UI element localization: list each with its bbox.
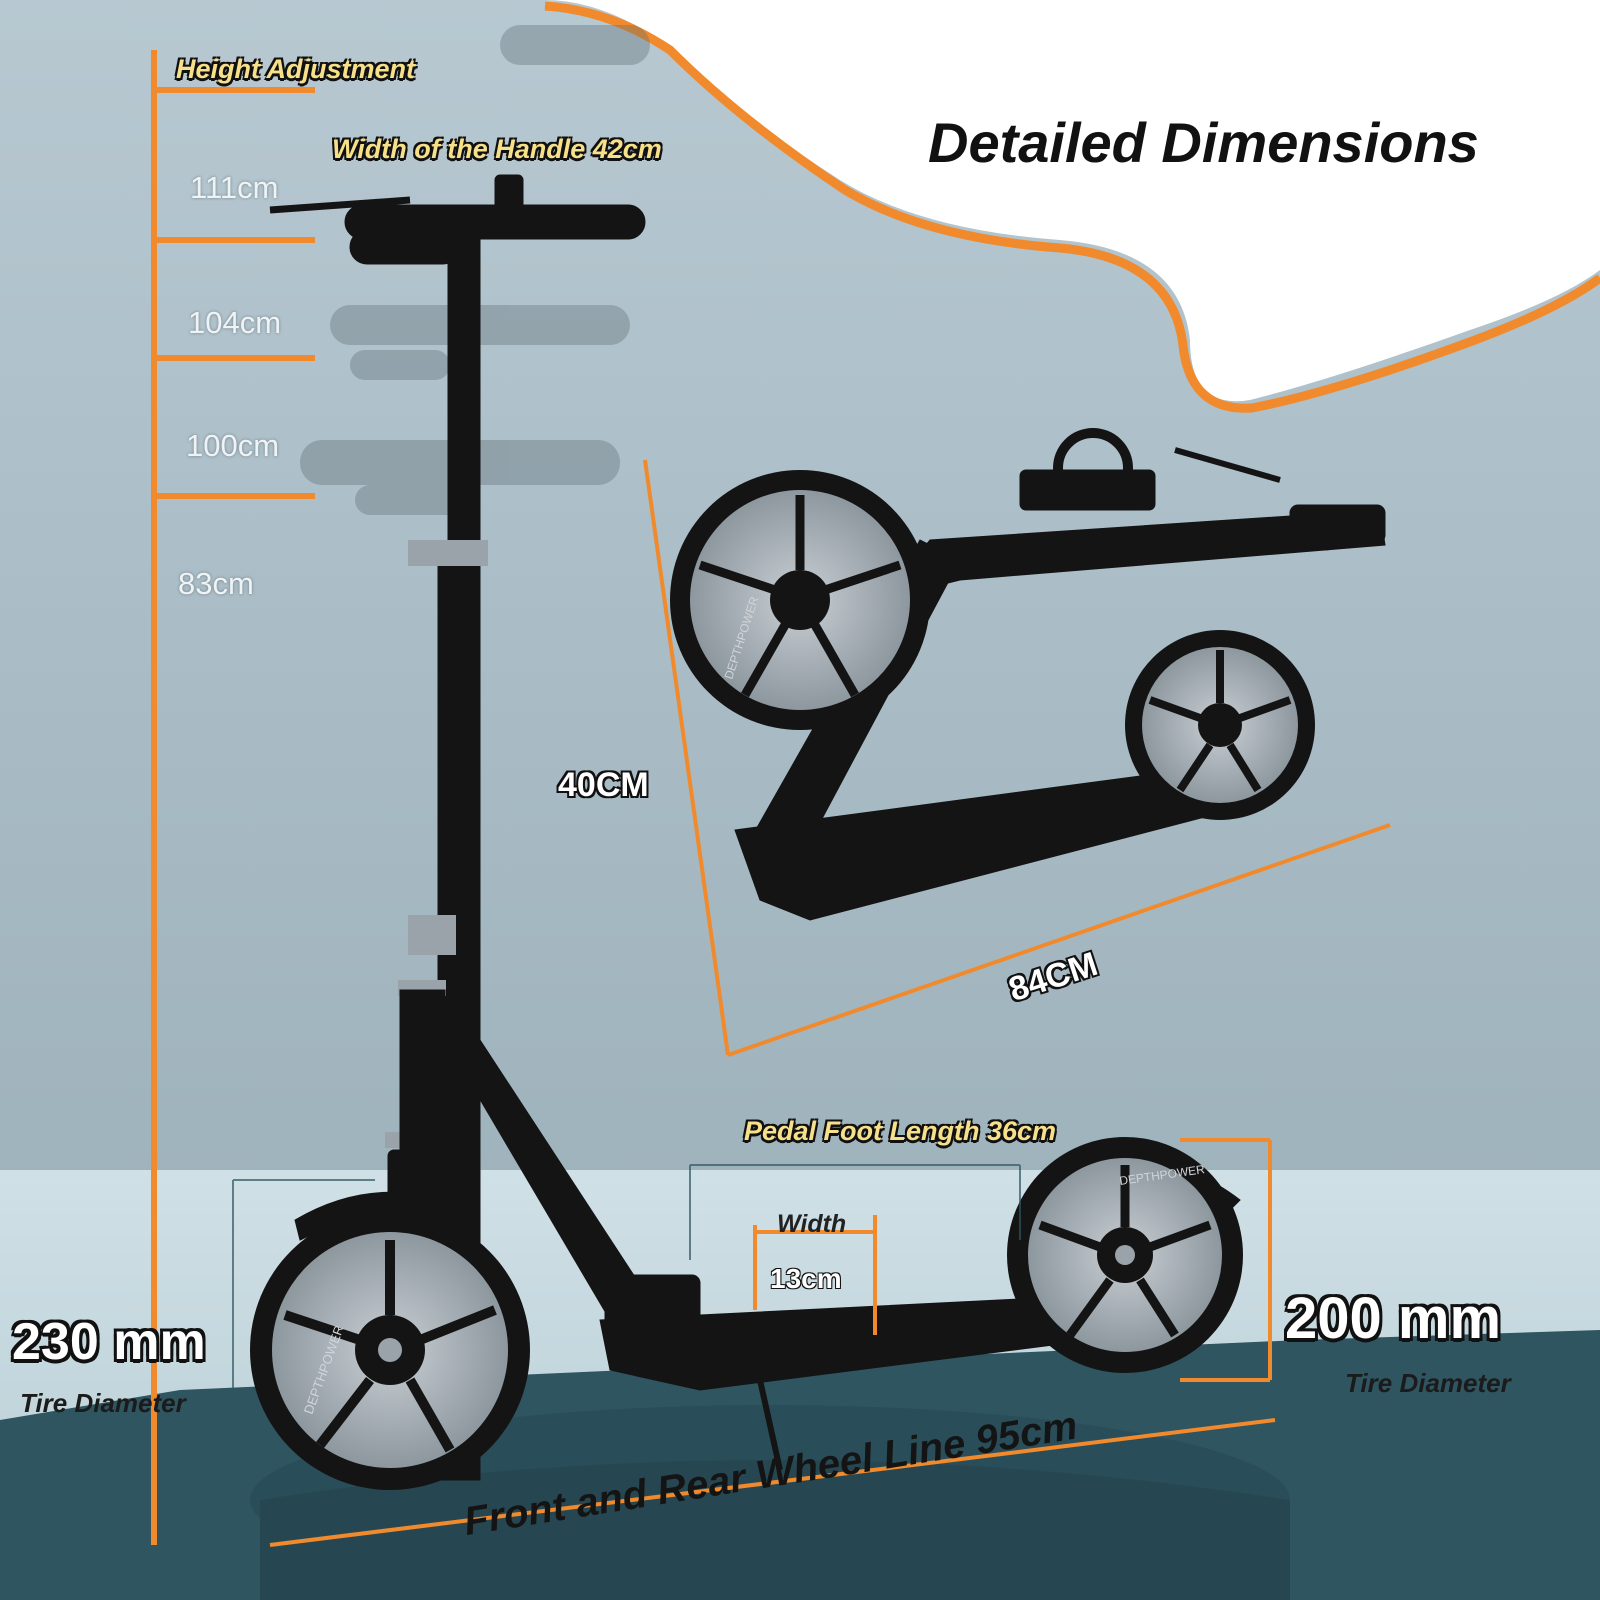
front-tire-caption: Tire Diameter: [20, 1388, 186, 1418]
rear-tire-size: 200 mm: [1285, 1286, 1502, 1351]
height-mark-83: 83cm: [178, 566, 254, 601]
pedal-width-label: Width: [777, 1210, 847, 1238]
folded-front-wheel: [670, 470, 930, 730]
height-ruler: [151, 50, 315, 1545]
pedal-length-label: Pedal Foot Length 36cm: [744, 1116, 1057, 1146]
handle-width-label: Width of the Handle 42cm: [332, 134, 662, 164]
height-adjustment-label: Height Adjustment: [176, 54, 415, 84]
height-mark-104: 104cm: [188, 305, 282, 340]
front-wheel: [250, 1210, 530, 1490]
folded-rear-wheel: [1125, 630, 1315, 820]
orange-swoosh: [544, 1, 1600, 413]
rear-wheel: [1007, 1137, 1243, 1373]
pedal-width-value: 13cm: [770, 1263, 842, 1294]
folded-height-label: 40CM: [558, 766, 649, 804]
tire-guide-lines: [232, 1164, 1021, 1505]
front-tire-size: 230 mm: [12, 1313, 206, 1371]
folded-dimension-lines: [643, 459, 1391, 1057]
rear-tire-caption: Tire Diameter: [1345, 1368, 1511, 1398]
title-card: [545, 0, 1600, 402]
height-mark-100: 100cm: [186, 428, 280, 463]
height-mark-111: 111cm: [190, 170, 279, 205]
pedal-dimension-lines: [269, 1138, 1276, 1547]
page-title: Detailed Dimensions: [928, 111, 1479, 174]
